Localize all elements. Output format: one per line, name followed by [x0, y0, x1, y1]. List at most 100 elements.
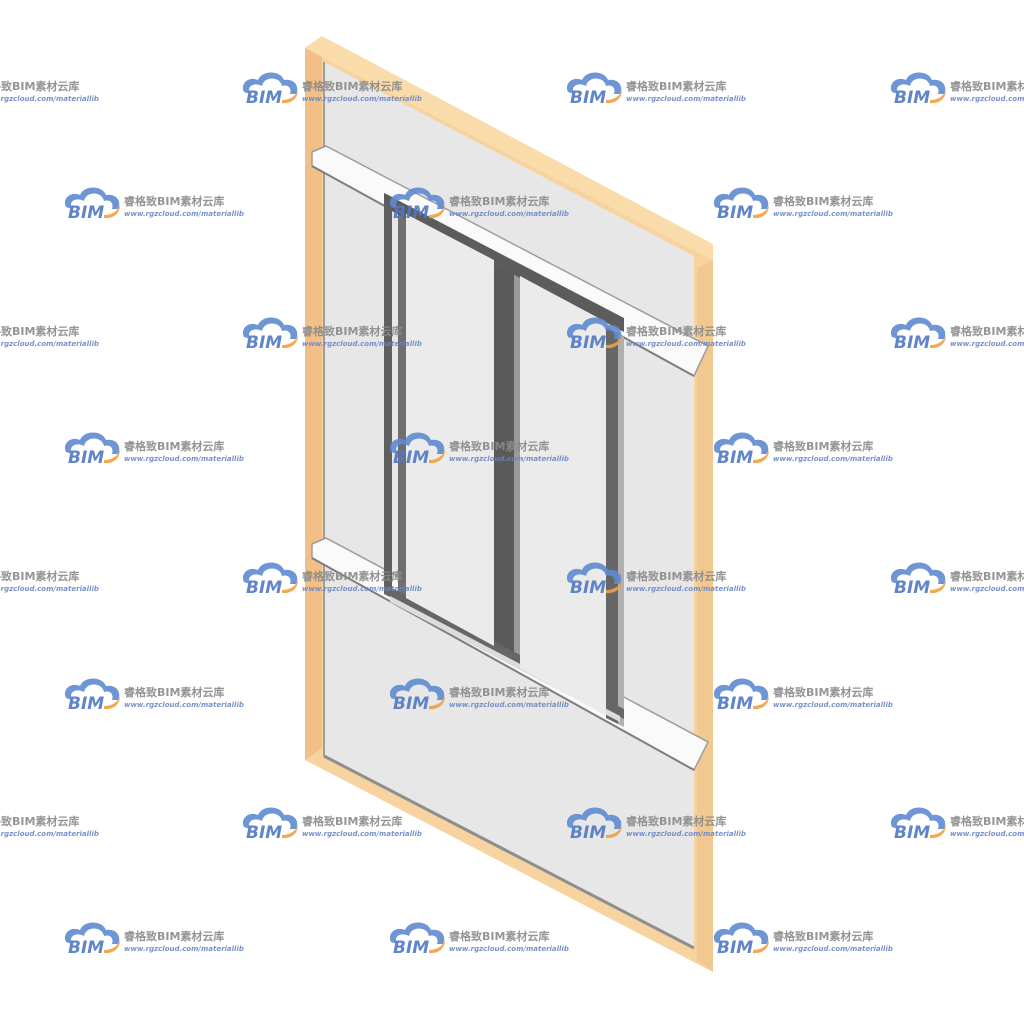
swoosh-icon [104, 450, 120, 464]
watermark-title: 睿格致BIM素材云库 [773, 685, 873, 699]
swoosh-icon [429, 940, 445, 954]
watermark-bim-text: BIM [894, 823, 930, 843]
cloud-icon [566, 72, 622, 94]
watermark-title: 睿格致BIM素材云库 [626, 569, 726, 583]
watermark-url: www.rgzcloud.com/materiallib [950, 95, 1024, 103]
watermark-url: www.rgzcloud.com/materiallib [449, 701, 569, 709]
watermark-url: www.rgzcloud.com/materiallib [773, 210, 893, 218]
watermark-bim-text: BIM [570, 578, 606, 598]
watermark-bim-text: BIM [717, 938, 753, 958]
watermark: BIM睿格致BIM素材云库www.rgzcloud.com/materialli… [389, 922, 569, 958]
watermark: BIM睿格致BIM素材云库www.rgzcloud.com/materialli… [566, 72, 746, 108]
watermark-title: 睿格致BIM素材云库 [773, 439, 873, 453]
watermark-url: www.rgzcloud.com/materiallib [302, 585, 422, 593]
watermark-title: 睿格致BIM素材云库 [302, 814, 402, 828]
watermark-bim-text: BIM [246, 333, 282, 353]
cloud-icon [713, 432, 769, 454]
watermark-url: www.rgzcloud.com/materiallib [950, 830, 1024, 838]
watermark: BIM睿格致BIM素材云库www.rgzcloud.com/materialli… [64, 678, 244, 714]
cloud-icon [389, 922, 445, 944]
window-head-rail [384, 193, 624, 332]
window-frame-right [606, 328, 618, 724]
watermark-title: 睿格致BIM素材云库 [626, 324, 726, 338]
cloud-icon [64, 678, 120, 700]
watermark-url: www.rgzcloud.com/materiallib [950, 585, 1024, 593]
watermark-title: 睿格致BIM素材云库 [950, 569, 1024, 583]
swoosh-icon [282, 335, 298, 349]
window-frame-left [384, 193, 392, 592]
watermark-bim-text: BIM [246, 578, 282, 598]
cloud-icon [242, 562, 298, 584]
window-mullion-center [494, 258, 514, 658]
cloud-icon [566, 807, 622, 829]
cloud-icon [890, 807, 946, 829]
watermark: BIM睿格致BIM素材云库www.rgzcloud.com/materialli… [0, 569, 99, 593]
watermark: BIM 睿格致BIM素材云库 www.rgzcloud.com/materialli… [713, 678, 893, 714]
watermark-bim-text: BIM [894, 578, 930, 598]
watermark-bim-text: BIM [570, 333, 606, 353]
watermark-title: 睿格致BIM素材云库 [0, 324, 79, 338]
watermark-title: 睿格致BIM素材云库 [773, 929, 873, 943]
watermark: BIM 睿格致BIM素材云库 www.rgzcloud.com/materialli… [242, 562, 422, 598]
cloud-icon [890, 562, 946, 584]
watermark-url: www.rgzcloud.com/materiallib [124, 455, 244, 463]
watermark-bim-text: BIM [894, 333, 930, 353]
watermark-url: www.rgzcloud.com/materiallib [626, 585, 746, 593]
watermark-url: www.rgzcloud.com/materiallib [0, 830, 99, 838]
watermark: BIM睿格致BIM素材云库www.rgzcloud.com/materialli… [890, 72, 1024, 108]
watermark-title: 睿格致BIM素材云库 [124, 929, 224, 943]
window-frame-left-inner [398, 206, 406, 600]
watermark-title: 睿格致BIM素材云库 [302, 569, 402, 583]
swoosh-icon [104, 940, 120, 954]
watermark-url: www.rgzcloud.com/materiallib [0, 95, 99, 103]
outer-frame-right-edge [697, 260, 713, 972]
watermark-bim-text: BIM [717, 694, 753, 714]
watermark-title: 睿格致BIM素材云库 [950, 79, 1024, 93]
watermark: BIM睿格致BIM素材云库www.rgzcloud.com/materialli… [242, 317, 422, 353]
cloud-icon [64, 922, 120, 944]
watermark-bim-text: BIM [68, 694, 104, 714]
watermark-url: www.rgzcloud.com/materiallib [773, 701, 893, 709]
watermark-url: www.rgzcloud.com/materiallib [449, 210, 569, 218]
watermark: BIM 睿格致BIM素材云库 www.rgzcloud.com/materialli… [890, 807, 1024, 843]
swoosh-icon [429, 205, 445, 219]
swoosh-icon [104, 205, 120, 219]
watermark-title: 睿格致BIM素材云库 [302, 79, 402, 93]
cloud-icon [713, 678, 769, 700]
watermark-bim-text: BIM [570, 88, 606, 108]
watermark-title: 睿格致BIM素材云库 [449, 194, 549, 208]
watermark-title: 睿格致BIM素材云库 [0, 79, 79, 93]
watermark: BIM睿格致BIM素材云库www.rgzcloud.com/materialli… [890, 317, 1024, 353]
watermark-title: 睿格致BIM素材云库 [449, 685, 549, 699]
watermark: BIM睿格致BIM素材云库www.rgzcloud.com/materialli… [64, 187, 244, 223]
watermark: BIM睿格致BIM素材云库www.rgzcloud.com/materialli… [242, 807, 422, 843]
watermark-title: 睿格致BIM素材云库 [124, 194, 224, 208]
glass-pane-right [520, 276, 606, 716]
panel-inner-edge-bottom [323, 754, 695, 950]
swoosh-icon [606, 580, 622, 594]
swoosh-icon [606, 335, 622, 349]
watermark-title: 睿格致BIM素材云库 [773, 194, 873, 208]
watermark-title: 睿格致BIM素材云库 [950, 814, 1024, 828]
cloud-icon [242, 807, 298, 829]
watermark: BIM睿格致BIM素材云库www.rgzcloud.com/materialli… [0, 814, 99, 838]
watermark-url: www.rgzcloud.com/materiallib [302, 340, 422, 348]
watermark-url: www.rgzcloud.com/materiallib [302, 830, 422, 838]
swoosh-icon [930, 335, 946, 349]
watermark: BIM 睿格致BIM素材云库 www.rgzcloud.com/materialli… [566, 562, 746, 598]
window-mullion-center-light [514, 268, 520, 661]
watermark-bim-text: BIM [393, 448, 429, 468]
watermark-title: 睿格致BIM素材云库 [124, 685, 224, 699]
cloud-icon [566, 317, 622, 339]
swoosh-icon [930, 580, 946, 594]
watermark-bim-text: BIM [717, 448, 753, 468]
swoosh-icon [930, 825, 946, 839]
cloud-icon [890, 317, 946, 339]
watermark: BIM睿格致BIM素材云库www.rgzcloud.com/materialli… [242, 72, 422, 108]
watermark-bim-text: BIM [246, 88, 282, 108]
watermark: BIM睿格致BIM素材云库www.rgzcloud.com/materialli… [389, 432, 569, 468]
watermark: BIM睿格致BIM素材云库www.rgzcloud.com/materialli… [566, 807, 746, 843]
cloud-icon [242, 72, 298, 94]
watermark-url: www.rgzcloud.com/materiallib [626, 95, 746, 103]
